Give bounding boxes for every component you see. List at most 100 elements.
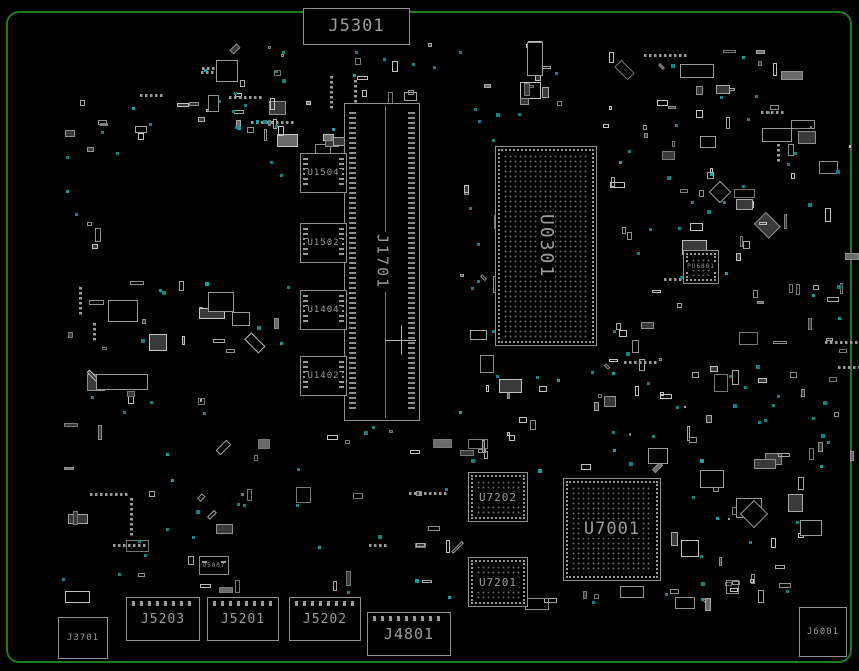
smd-part	[295, 486, 312, 503]
test-point	[787, 162, 791, 166]
smd-part	[639, 359, 646, 372]
component-j3701[interactable]: J3701	[58, 617, 108, 659]
test-point	[637, 251, 641, 255]
smd-part	[757, 377, 768, 384]
test-point	[743, 386, 747, 390]
smd-part	[273, 317, 280, 330]
smd-part	[696, 109, 703, 119]
component-label-j5201: J5201	[218, 611, 268, 627]
test-point	[651, 434, 655, 438]
test-point	[477, 243, 481, 247]
component-pu6801[interactable]: PU6801	[683, 250, 719, 284]
smd-part	[807, 317, 812, 331]
component-j4801[interactable]: J4801	[367, 612, 451, 656]
pad-row	[409, 492, 450, 496]
test-point	[675, 406, 679, 410]
smd-part	[469, 330, 487, 341]
component-j6001[interactable]: J6001	[799, 607, 847, 657]
test-point	[823, 400, 828, 405]
test-point	[137, 539, 141, 543]
component-u7202[interactable]: U7202	[468, 472, 528, 522]
smd-part	[234, 580, 240, 594]
test-point	[115, 151, 119, 155]
component-u1504[interactable]: U1504	[300, 153, 347, 193]
smd-part	[345, 439, 351, 445]
test-point	[117, 573, 121, 577]
component-label-j5203: J5203	[138, 611, 188, 627]
component-label-pu6801: PU6801	[685, 263, 717, 270]
test-point	[286, 285, 290, 289]
component-j5301[interactable]: J5301	[303, 8, 410, 45]
test-point	[755, 95, 759, 99]
test-point	[618, 161, 622, 165]
smd-part	[626, 231, 632, 241]
smd-part	[778, 582, 792, 588]
test-point	[165, 453, 169, 457]
smd-part	[98, 119, 108, 125]
smd-part	[800, 389, 805, 398]
smd-part	[428, 42, 433, 47]
test-point	[411, 63, 415, 67]
test-point	[820, 434, 825, 439]
component-j5203[interactable]: J5203	[126, 597, 200, 641]
test-point	[279, 173, 283, 177]
test-point	[468, 207, 472, 211]
smd-part	[692, 372, 699, 379]
smd-part	[718, 557, 723, 567]
smd-part	[667, 105, 676, 110]
component-u1402[interactable]: U1402	[300, 356, 347, 396]
smd-part	[464, 184, 470, 194]
test-point	[477, 280, 481, 283]
test-point	[231, 110, 235, 114]
component-u0301[interactable]: U0301	[495, 146, 597, 346]
component-label-u5007: U5007	[200, 561, 228, 569]
test-point	[720, 96, 724, 100]
test-point	[237, 503, 241, 506]
test-point	[218, 100, 222, 104]
test-point	[746, 117, 750, 121]
component-u5007[interactable]: U5007	[199, 556, 229, 575]
component-label-u1402: U1402	[305, 370, 342, 381]
smd-part	[809, 126, 812, 129]
smd-part	[79, 100, 85, 106]
component-j5201[interactable]: J5201	[207, 597, 279, 641]
test-point	[592, 600, 596, 604]
smd-part	[632, 339, 639, 353]
test-point	[170, 479, 174, 483]
bga-pin-frame	[566, 481, 658, 578]
smd-part	[583, 590, 587, 599]
component-u1502[interactable]: U1502	[300, 223, 347, 263]
smd-part	[750, 579, 754, 583]
smd-part	[408, 89, 414, 96]
smd-part	[178, 280, 185, 291]
component-j1701[interactable]: J1701	[344, 103, 420, 421]
test-point	[748, 540, 752, 544]
smd-part	[64, 130, 75, 137]
component-j5202[interactable]: J5202	[289, 597, 361, 641]
component-u7201[interactable]: U7201	[468, 557, 528, 607]
test-point	[236, 126, 241, 131]
smd-part	[598, 394, 602, 398]
smd-part	[790, 120, 816, 130]
component-outline	[700, 470, 724, 488]
test-point	[591, 370, 595, 374]
test-point	[256, 120, 260, 124]
pin-strip	[132, 601, 194, 606]
pin-column-left	[349, 112, 356, 412]
smd-part	[215, 523, 233, 534]
smd-part	[404, 91, 418, 102]
smd-part	[706, 414, 713, 424]
smd-part	[87, 221, 93, 227]
test-point	[811, 294, 815, 298]
smd-part	[726, 579, 740, 595]
smd-part	[67, 331, 74, 339]
component-u7001[interactable]: U7001	[563, 478, 661, 581]
smd-part	[839, 348, 847, 354]
test-point	[91, 396, 95, 400]
smd-part	[628, 433, 632, 436]
test-point	[692, 496, 696, 499]
test-point	[234, 125, 238, 129]
component-u1404[interactable]: U1404	[300, 290, 347, 330]
smd-part	[267, 119, 271, 127]
